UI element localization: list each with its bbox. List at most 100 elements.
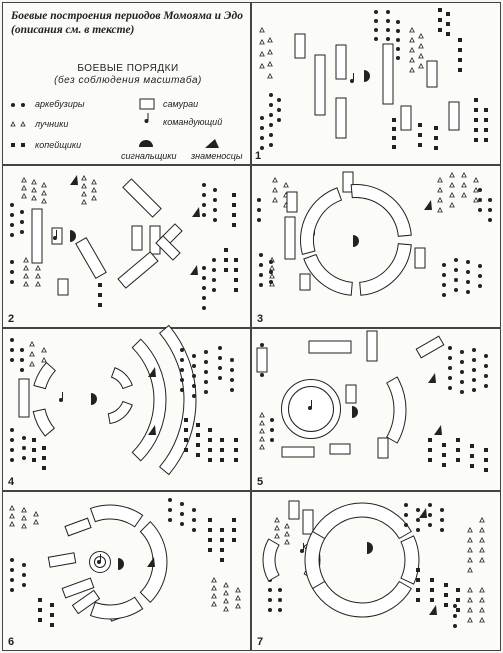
samurai-arc: [110, 367, 133, 390]
commander: [308, 406, 312, 410]
arquebusier: [270, 438, 274, 442]
spearman: [474, 128, 478, 132]
spearman: [484, 108, 488, 112]
arquebusier: [10, 438, 14, 442]
archer: [223, 597, 229, 604]
arquebusier: [269, 103, 273, 107]
arquebusier: [180, 368, 184, 372]
arquebusier: [20, 358, 24, 362]
arquebusier: [440, 508, 444, 512]
archer: [479, 556, 485, 563]
samurai-unit: [314, 54, 326, 116]
spearman: [428, 448, 432, 452]
spearman: [434, 136, 438, 140]
archer: [461, 171, 467, 178]
spearman: [32, 448, 36, 452]
arquebusier: [448, 386, 452, 390]
spearman: [220, 448, 224, 452]
spearman: [184, 438, 188, 442]
standard-bearer: [192, 207, 200, 217]
spearman: [42, 446, 46, 450]
spearman: [234, 448, 238, 452]
archer: [269, 256, 275, 263]
arquebusier: [218, 366, 222, 370]
samurai-unit: [57, 278, 69, 296]
archer: [259, 427, 265, 434]
spearman-symbol: [11, 143, 25, 147]
arquebusier: [488, 218, 492, 222]
spearman: [38, 608, 42, 612]
arquebusier: [269, 123, 273, 127]
archer: [467, 526, 473, 533]
arquebusier: [22, 573, 26, 577]
arquebusier: [10, 458, 14, 462]
spearman: [484, 138, 488, 142]
arquebusier: [440, 518, 444, 522]
archer: [409, 26, 415, 33]
samurai-unit: [64, 517, 92, 537]
arquebusier: [168, 498, 172, 502]
spearman: [196, 453, 200, 457]
archer: [41, 356, 47, 363]
legend-standard-bearers-label: знаменосцы: [191, 151, 243, 161]
arquebusier: [269, 93, 273, 97]
spearman: [442, 463, 446, 467]
archer: [259, 419, 265, 426]
arquebusier: [10, 558, 14, 562]
arquebusier: [204, 390, 208, 394]
archer: [449, 201, 455, 208]
arquebusier: [386, 10, 390, 14]
archer: [272, 196, 278, 203]
arquebusier: [374, 19, 378, 23]
arquebusier: [386, 19, 390, 23]
spearman: [42, 466, 46, 470]
archer: [33, 510, 39, 517]
archer: [211, 576, 217, 583]
samurai-unit: [281, 446, 315, 458]
spearman: [474, 98, 478, 102]
arquebusier: [453, 614, 457, 618]
arquebusier: [460, 360, 464, 364]
panel-number-1: 1: [255, 150, 262, 162]
samurai-arc: [89, 504, 144, 528]
legend-heading-line-1: БОЕВЫЕ ПОРЯДКИ: [77, 63, 179, 74]
arquebusier: [22, 446, 26, 450]
arquebusier: [472, 348, 476, 352]
arquebusier: [454, 258, 458, 262]
archer: [29, 350, 35, 357]
arquebusier: [257, 208, 261, 212]
archer: [91, 186, 97, 193]
samurai-arc: [311, 580, 413, 618]
arquebusier: [448, 366, 452, 370]
legend-archers-label: лучники: [35, 119, 69, 129]
arquebusier: [404, 523, 408, 527]
spearman: [224, 258, 228, 262]
archer: [267, 60, 273, 67]
arquebusier: [212, 278, 216, 282]
archer: [461, 181, 467, 188]
archer: [473, 186, 479, 193]
arquebusier: [278, 598, 282, 602]
samurai-unit: [345, 384, 357, 404]
standard-bearer: [147, 557, 155, 567]
standard-bearer: [428, 373, 436, 383]
arquebusier: [269, 113, 273, 117]
arquebusier: [454, 288, 458, 292]
arquebusier: [230, 358, 234, 362]
arquebusier: [478, 188, 482, 192]
spearman: [418, 123, 422, 127]
arquebusier: [442, 283, 446, 287]
spearman: [438, 28, 442, 32]
arquebusier: [442, 263, 446, 267]
signaller: [352, 406, 358, 418]
archer: [21, 522, 27, 529]
spearman: [458, 58, 462, 62]
samurai-unit: [31, 208, 43, 264]
legend-heading-line-2: (без соблюдения масштаба): [54, 75, 202, 86]
archer: [449, 191, 455, 198]
arquebusier: [213, 218, 217, 222]
panel-number-3: 3: [257, 313, 264, 325]
arquebusier: [478, 208, 482, 212]
spearman: [184, 418, 188, 422]
